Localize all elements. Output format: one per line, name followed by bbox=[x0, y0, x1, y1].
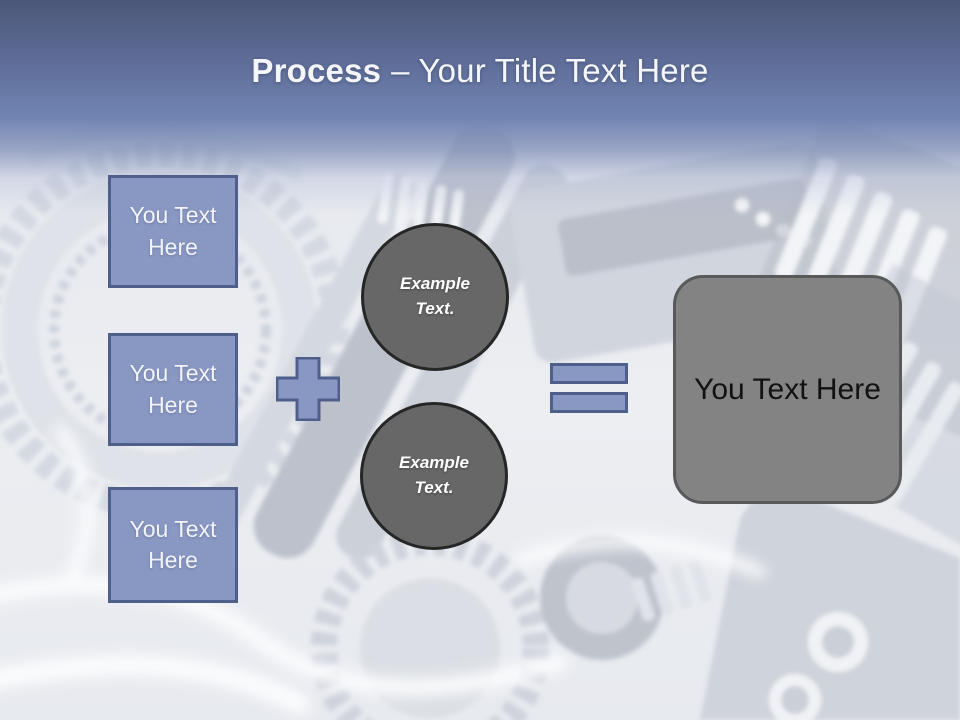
input-text-box-3: You Text Here bbox=[108, 487, 238, 603]
example-circle-label: Example Text. bbox=[400, 274, 470, 318]
equals-bar-bottom bbox=[550, 392, 628, 413]
input-box-label: You Text Here bbox=[129, 360, 217, 418]
plus-icon bbox=[276, 357, 340, 421]
title-remainder: – Your Title Text Here bbox=[391, 52, 709, 89]
plus-operator bbox=[276, 357, 340, 421]
result-box: You Text Here bbox=[673, 275, 902, 504]
example-circle-label: Example Text. bbox=[399, 453, 469, 497]
example-circle-2: Example Text. bbox=[360, 402, 508, 550]
equals-operator bbox=[550, 363, 628, 413]
example-circle-1: Example Text. bbox=[361, 223, 509, 371]
input-text-box-2: You Text Here bbox=[108, 333, 238, 446]
slide-title: Process– Your Title Text Here bbox=[0, 52, 960, 90]
equals-bar-top bbox=[550, 363, 628, 384]
input-box-label: You Text Here bbox=[129, 515, 217, 573]
input-box-label: You Text Here bbox=[129, 202, 217, 260]
result-box-label: You Text Here bbox=[694, 372, 881, 406]
title-emphasis: Process bbox=[251, 52, 382, 89]
input-text-box-1: You Text Here bbox=[108, 175, 238, 288]
